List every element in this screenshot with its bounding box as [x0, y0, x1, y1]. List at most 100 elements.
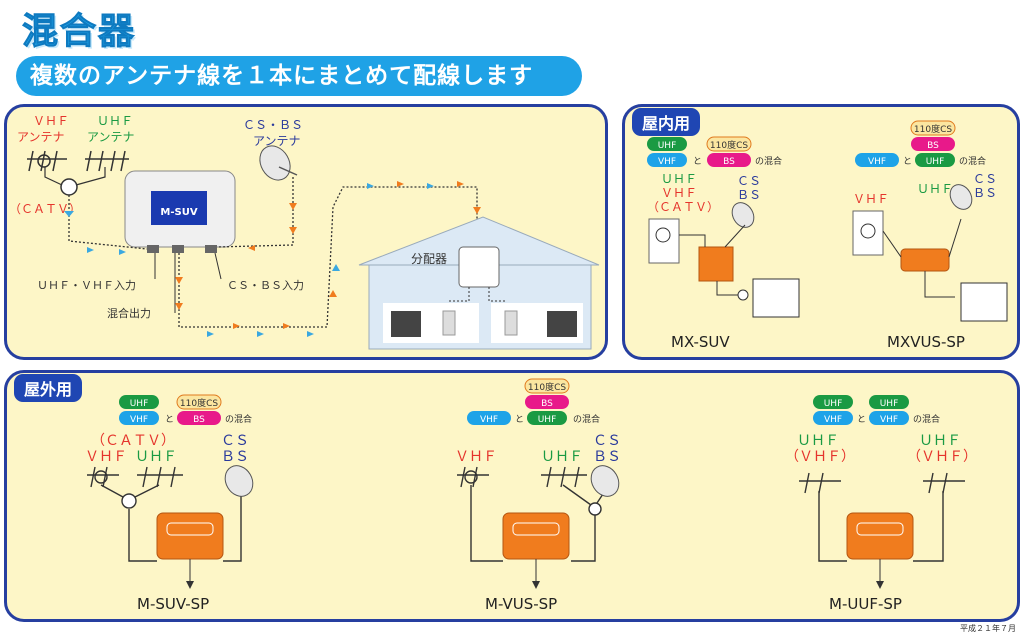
tv-outlet-icon	[852, 210, 884, 256]
uhf-antenna-icon	[85, 150, 129, 172]
csbs-input-label: ＣＳ・ＢＳ入力	[227, 279, 304, 292]
svg-text:ＶＨＦ: ＶＨＦ	[455, 449, 497, 465]
outdoor-diagram: UHF VHF と 110度CS BS の混合 （ＣＡＴＶ） ＶＨＦ ＵＨＦ Ｃ…	[85, 378, 977, 613]
svg-text:と: と	[165, 414, 174, 425]
svg-text:と: と	[515, 414, 524, 425]
svg-text:ＵＨＦ: ＵＨＦ	[917, 182, 953, 196]
uhf-vhf-input-label: ＵＨＦ・ＶＨＦ入力	[37, 279, 136, 292]
csbs-antenna-label: ＣＳ・ＢＳ	[243, 118, 303, 132]
tv-outlet-icon	[648, 218, 680, 264]
outdoor-model-name-3: M-UUF-SP	[829, 595, 902, 613]
m-suv-device: M-SUV	[124, 170, 236, 253]
svg-text:110度CS: 110度CS	[914, 123, 952, 135]
svg-text:の混合: の混合	[755, 155, 782, 167]
svg-text:の混合: の混合	[913, 413, 940, 425]
m-vus-sp-device	[502, 512, 570, 560]
svg-text:ＢＳ: ＢＳ	[221, 449, 249, 465]
svg-text:VHF: VHF	[130, 415, 148, 425]
svg-text:UHF: UHF	[538, 415, 557, 425]
vhf-antenna-label2: アンテナ	[17, 130, 65, 144]
signal-arrows	[64, 183, 434, 337]
svg-text:ＣＳ: ＣＳ	[593, 433, 621, 449]
tab-indoor: 屋内用	[632, 108, 701, 136]
svg-text:BS: BS	[927, 141, 939, 151]
svg-text:UHF: UHF	[824, 399, 843, 409]
svg-text:ＢＳ: ＢＳ	[737, 188, 761, 202]
svg-text:（ＶＨＦ）: （ＶＨＦ）	[785, 449, 855, 465]
satellite-dish-icon	[259, 145, 298, 181]
svg-text:ＣＳ: ＣＳ	[737, 174, 761, 188]
svg-text:ＶＨＦ: ＶＨＦ	[85, 449, 127, 465]
svg-text:BS: BS	[723, 157, 735, 167]
system-diagram-panel: ＶＨＦ アンテナ ＵＨＦ アンテナ ＣＳ・ＢＳ アンテナ （ＣＡＴＶ） M-SU…	[4, 104, 608, 360]
device-label: M-SUV	[160, 207, 197, 218]
tv-icon	[391, 310, 577, 337]
svg-text:VHF: VHF	[868, 157, 886, 167]
svg-text:110度CS: 110度CS	[180, 397, 218, 409]
date-footer: 平成２１年７月	[960, 624, 1016, 633]
mxvus-sp-device	[900, 248, 950, 272]
mix-output-label: 混合出力	[107, 306, 151, 320]
system-diagram: ＶＨＦ アンテナ ＵＨＦ アンテナ ＣＳ・ＢＳ アンテナ （ＣＡＴＶ） M-SU…	[9, 114, 600, 350]
indoor-model-name-2: MXVUS-SP	[887, 333, 965, 351]
indoor-model-name-1: MX-SUV	[671, 333, 730, 351]
svg-text:と: と	[693, 156, 702, 167]
svg-text:ＵＨＦ: ＵＨＦ	[797, 433, 839, 449]
svg-text:VHF: VHF	[658, 157, 676, 167]
page-title: 混合器	[21, 11, 137, 53]
svg-text:（ＣＡＴＶ）: （ＣＡＴＶ）	[91, 433, 175, 449]
svg-text:ＢＳ: ＢＳ	[973, 186, 997, 200]
svg-text:と: と	[903, 156, 912, 167]
svg-text:VHF: VHF	[480, 415, 498, 425]
outdoor-model-name-1: M-SUV-SP	[137, 595, 209, 613]
satellite-dish-icon	[590, 465, 620, 497]
vhf-antenna-label: ＶＨＦ	[33, 114, 69, 128]
svg-text:110度CS: 110度CS	[528, 381, 566, 393]
svg-text:BS: BS	[193, 415, 205, 425]
svg-text:UHF: UHF	[130, 399, 149, 409]
indoor-panel: UHF VHF と 110度CS BS の混合 110度CS BS VHF と …	[622, 104, 1020, 360]
svg-text:の混合: の混合	[573, 413, 600, 425]
satellite-dish-icon	[224, 465, 254, 497]
svg-text:VHF: VHF	[880, 415, 898, 425]
tv-icon	[752, 278, 800, 318]
page-subtitle: 複数のアンテナ線を１本にまとめて配線します	[16, 56, 582, 96]
m-uuf-sp-device	[846, 512, 914, 560]
svg-text:UHF: UHF	[658, 141, 677, 151]
svg-text:ＶＨＦ: ＶＨＦ	[853, 192, 889, 206]
svg-text:ＣＳ: ＣＳ	[221, 433, 249, 449]
svg-text:ＵＨＦ: ＵＨＦ	[661, 172, 697, 186]
indoor-diagram: UHF VHF と 110度CS BS の混合 110度CS BS VHF と …	[647, 120, 1008, 351]
uhf-antenna-label: ＵＨＦ	[97, 114, 133, 128]
svg-text:UHF: UHF	[880, 399, 899, 409]
outdoor-model-name-2: M-VUS-SP	[485, 595, 557, 613]
signal-arrows-orange	[175, 181, 481, 329]
catv-label: （ＣＡＴＶ）	[9, 202, 81, 216]
svg-text:ＵＨＦ: ＵＨＦ	[541, 449, 583, 465]
svg-text:の混合: の混合	[959, 155, 986, 167]
splitter-icon	[458, 246, 500, 288]
m-suv-sp-device	[156, 512, 224, 560]
csbs-antenna-label2: アンテナ	[253, 134, 301, 148]
svg-text:ＶＨＦ: ＶＨＦ	[661, 186, 697, 200]
svg-text:BS: BS	[541, 399, 553, 409]
mx-suv-device	[698, 246, 734, 282]
svg-text:ＣＳ: ＣＳ	[973, 172, 997, 186]
svg-text:と: と	[857, 414, 866, 425]
antenna-mixer-icon	[60, 178, 78, 196]
tab-outdoor: 屋外用	[14, 374, 83, 402]
svg-text:110度CS: 110度CS	[710, 139, 748, 151]
uhf-antenna-label2: アンテナ	[87, 130, 135, 144]
outdoor-panel: UHF VHF と 110度CS BS の混合 （ＣＡＴＶ） ＶＨＦ ＵＨＦ Ｃ…	[4, 370, 1020, 622]
svg-text:ＢＳ: ＢＳ	[593, 449, 621, 465]
satellite-dish-icon	[731, 202, 755, 228]
svg-text:ＵＨＦ: ＵＨＦ	[135, 449, 177, 465]
svg-text:の混合: の混合	[225, 413, 252, 425]
svg-text:ＵＨＦ: ＵＨＦ	[919, 433, 961, 449]
vhf-antenna-icon	[27, 150, 67, 172]
splitter-label: 分配器	[411, 252, 447, 266]
tv-icon	[960, 282, 1008, 322]
svg-text:（ＣＡＴＶ）: （ＣＡＴＶ）	[647, 200, 719, 214]
svg-text:UHF: UHF	[926, 157, 945, 167]
svg-text:（ＶＨＦ）: （ＶＨＦ）	[907, 449, 977, 465]
